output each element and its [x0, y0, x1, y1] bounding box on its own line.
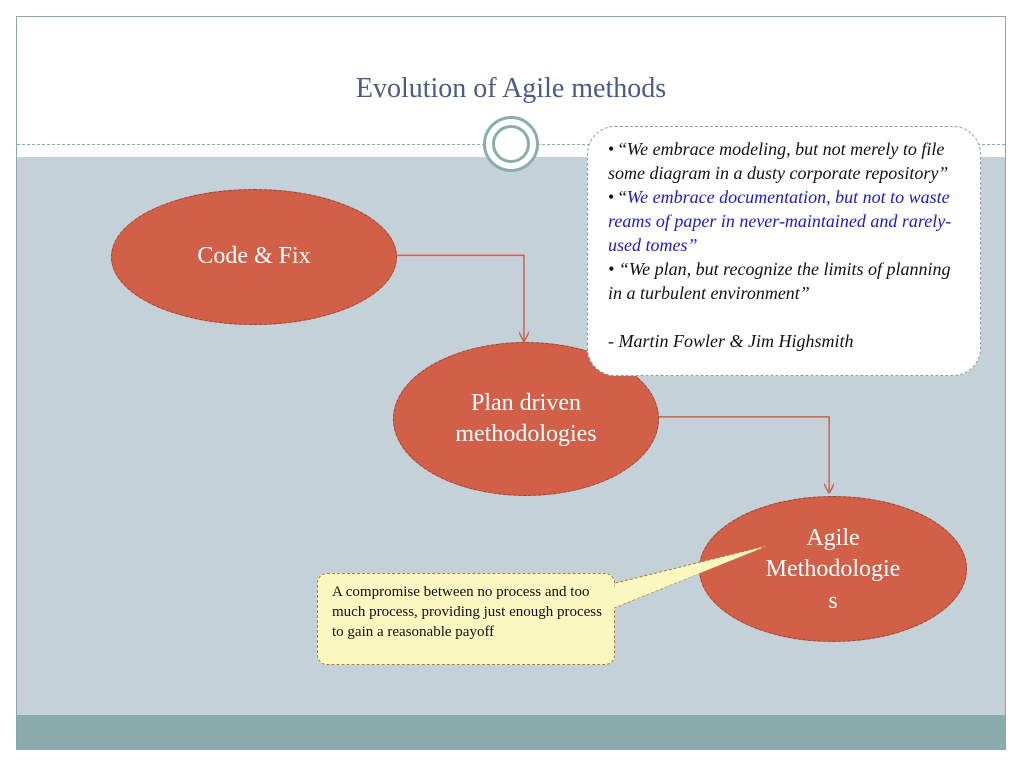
node-plan-driven: Plan driven methodologies — [393, 342, 659, 496]
quote-1-text: We embrace modeling, but not merely to f… — [608, 139, 949, 183]
callout-note: A compromise between no process and too … — [317, 573, 615, 665]
node-code-and-fix-label: Code & Fix — [197, 243, 311, 270]
quote-3: • “We plan, but recognize the limits of … — [608, 259, 951, 303]
quote-2: • “We embrace documentation, but not to … — [608, 187, 952, 255]
quote-attribution: - Martin Fowler & Jim Highsmith — [608, 331, 854, 351]
quote-2-text: We embrace documentation, but not to was… — [608, 187, 952, 255]
node-agile-line3: s — [828, 587, 838, 614]
node-agile-line2: Methodologie — [765, 556, 901, 583]
quote-box: • “We embrace modeling, but not merely t… — [587, 126, 981, 376]
quote-1: • “We embrace modeling, but not merely t… — [608, 139, 949, 183]
node-agile-methodologies: Agile Methodologie s — [699, 496, 967, 642]
slide: Evolution of Agile methods Code & Fix Pl… — [16, 16, 1006, 750]
node-agile-line1: Agile — [806, 525, 860, 552]
node-plan-driven-line2: methodologies — [455, 421, 597, 447]
footer-band — [17, 715, 1005, 749]
slide-title: Evolution of Agile methods — [355, 73, 667, 104]
node-code-and-fix: Code & Fix — [111, 189, 397, 325]
callout-text: A compromise between no process and too … — [332, 584, 602, 640]
divider-ring-ornament — [483, 116, 539, 172]
node-plan-driven-line1: Plan driven — [471, 389, 581, 416]
